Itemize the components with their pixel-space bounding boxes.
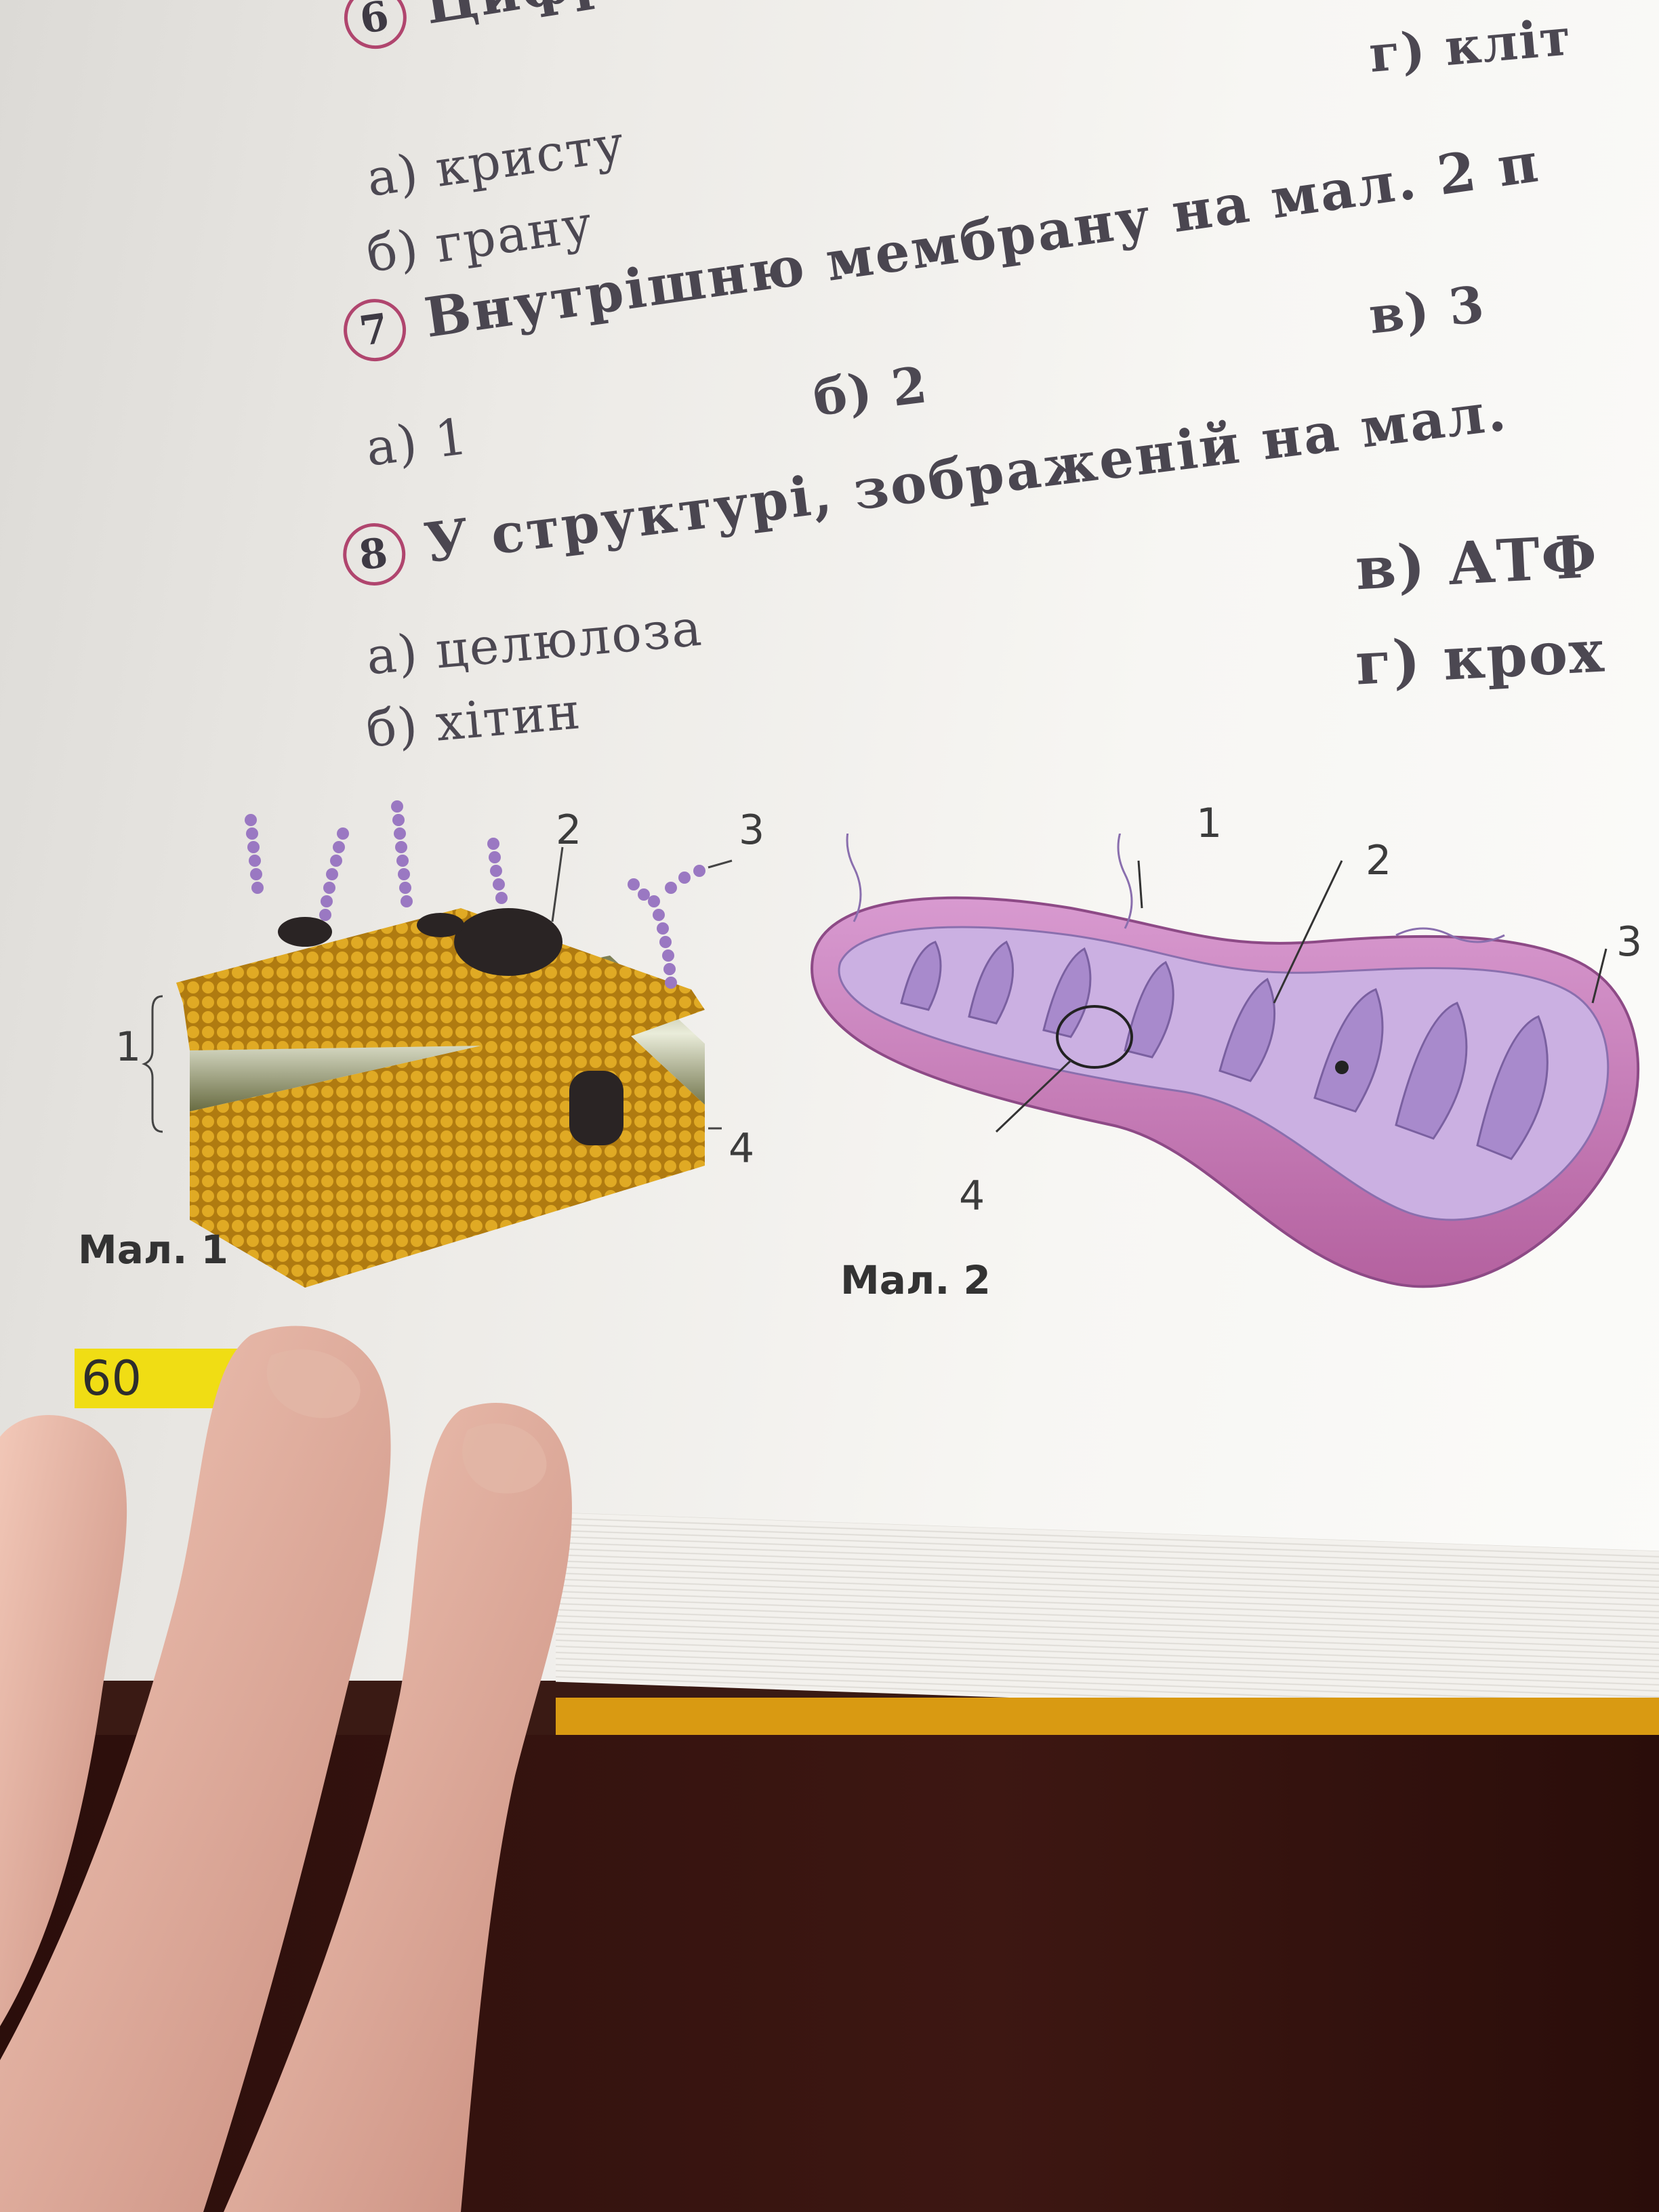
fig2-label-4: 4 — [959, 1172, 985, 1220]
fig2-caption: Мал. 2 — [840, 1257, 991, 1303]
fig1-label-1: 1 — [115, 1023, 142, 1071]
dna-strands — [846, 834, 1505, 943]
q7-option-v: в) 3 — [1366, 275, 1488, 346]
q8-option-a: а) целюлоза — [364, 598, 705, 687]
fig1-label-4: 4 — [729, 1125, 755, 1172]
q7-option-a: а) 1 — [363, 407, 472, 478]
membrane-protein — [278, 917, 332, 947]
membrane-channel-protein — [569, 1071, 623, 1145]
question-number-8: 8 — [339, 519, 409, 590]
fig1-label-3: 3 — [739, 806, 765, 854]
question-6: 6Цифрою 3 н — [339, 0, 833, 54]
q6-option-a: а) кристу — [363, 114, 629, 209]
membrane-protein — [417, 913, 464, 937]
book-cover-edge — [556, 1698, 1659, 1738]
membrane-illustration — [142, 800, 733, 1288]
highlight-circle — [1056, 1005, 1133, 1069]
fig1-label-2: 2 — [556, 806, 582, 854]
fig2-label-2: 2 — [1366, 837, 1392, 884]
glycan-chains — [245, 800, 705, 989]
fig2-label-1: 1 — [1196, 800, 1223, 847]
membrane-top-layer — [176, 908, 705, 1050]
membrane-protein — [454, 908, 562, 976]
cristae — [900, 940, 1549, 1160]
fig2-label-3: 3 — [1616, 918, 1643, 966]
q8-option-v: в) АТФ — [1353, 522, 1600, 604]
q7-option-b: б) 2 — [810, 355, 932, 428]
q6-option-g: г) кліт — [1366, 8, 1574, 84]
question-number-6: 6 — [340, 0, 411, 54]
question-8-text: У структурі, зображеній на мал. — [421, 379, 1511, 575]
q8-option-b: б) хітин — [363, 682, 584, 759]
mitochondrion-illustration — [811, 834, 1640, 1288]
hand — [0, 1326, 572, 2212]
fig1-caption: Мал. 1 — [78, 1227, 228, 1273]
question-number-7: 7 — [340, 295, 411, 366]
q8-option-g: г) крох — [1353, 617, 1607, 699]
question-6-text: Цифрою 3 н — [420, 0, 832, 37]
